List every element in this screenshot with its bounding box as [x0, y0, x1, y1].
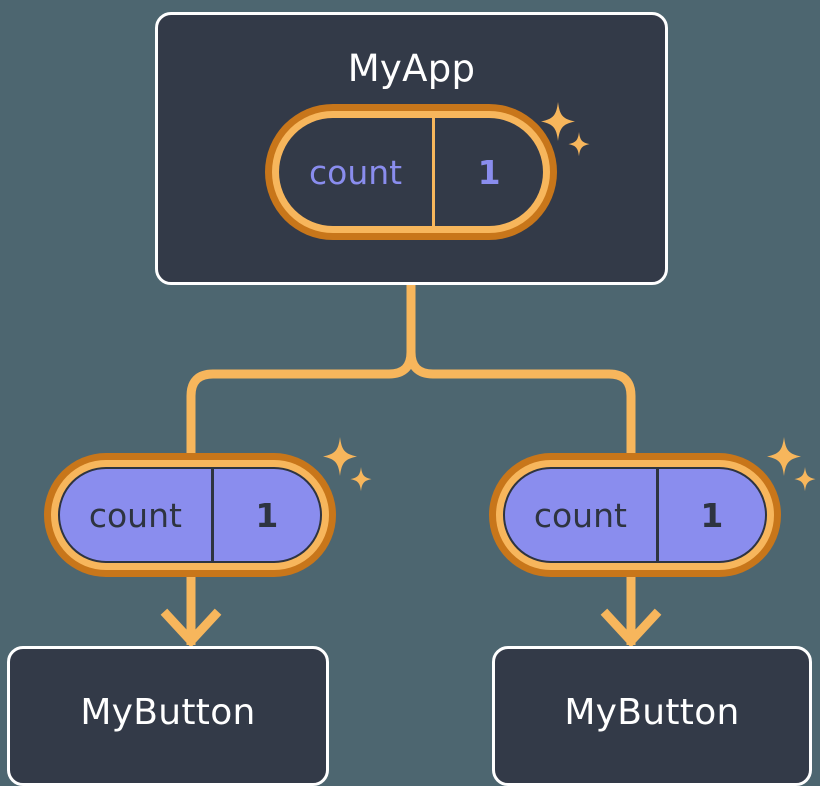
state-pill-body: count 1 — [503, 467, 767, 563]
arrow-head-right — [600, 608, 662, 648]
component-card-mybutton-left[interactable]: MyButton — [7, 646, 329, 786]
state-pill-ring-inner: count 1 — [496, 460, 774, 570]
state-pill-ring-inner: count 1 — [272, 111, 550, 233]
sparkle-star-large — [767, 437, 801, 476]
component-title-myapp: MyApp — [347, 47, 476, 90]
sparkle-star-small — [794, 467, 816, 492]
state-key-label: count — [88, 495, 182, 535]
state-value-label: 1 — [210, 469, 320, 561]
diagram-canvas: MyApp count 1 count 1 — [7, 12, 816, 786]
state-pill-myapp[interactable]: count 1 — [265, 104, 557, 240]
sparkle-star-large — [323, 437, 357, 476]
state-pill-child-left[interactable]: count 1 — [44, 453, 336, 577]
sparkle-star-small — [350, 467, 372, 492]
state-pill-child-right[interactable]: count 1 — [489, 453, 781, 577]
state-pill-body: count 1 — [58, 467, 322, 563]
state-value-label: 1 — [432, 118, 543, 226]
state-key-label: count — [309, 152, 403, 192]
state-key-label: count — [533, 495, 627, 535]
state-value-label: 1 — [655, 469, 765, 561]
state-pill-body: count 1 — [279, 118, 543, 226]
component-card-mybutton-right[interactable]: MyButton — [492, 646, 812, 786]
arrow-head-left — [160, 608, 222, 648]
state-pill-ring-inner: count 1 — [51, 460, 329, 570]
component-title-mybutton: MyButton — [80, 692, 256, 733]
component-title-mybutton: MyButton — [564, 692, 740, 733]
